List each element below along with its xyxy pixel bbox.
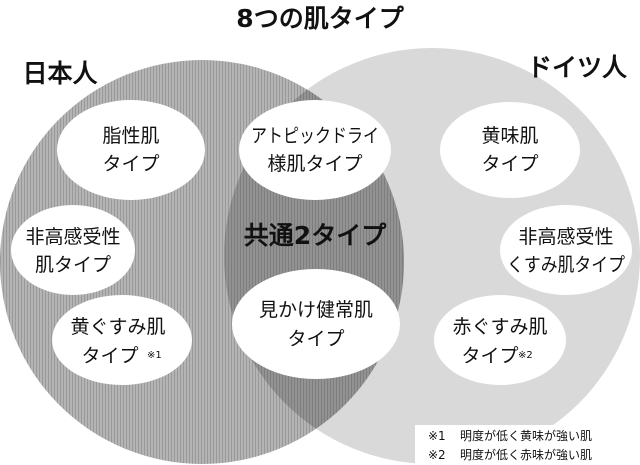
type-bubble-apparently-healthy: 見かけ健常肌 タイプ xyxy=(232,269,400,379)
type-line1: 非高感受性 xyxy=(518,226,613,248)
type-bubble-low-sensitivity-jp: 非高感受性 肌タイプ xyxy=(11,205,135,295)
footnote-mark: ※1 xyxy=(147,350,162,361)
footnote-mark: ※2 xyxy=(428,448,446,462)
footnote-text: 明度が低く黄味が強い肌 xyxy=(460,428,592,443)
type-line2: タイプ xyxy=(102,153,159,175)
type-line2: くすみ肌タイプ xyxy=(507,254,625,276)
type-line2: 肌タイプ xyxy=(35,254,111,276)
common-label: 共通2タイプ xyxy=(244,221,387,250)
type-line1: 赤ぐすみ肌 xyxy=(452,316,547,338)
type-line2: タイプ xyxy=(481,153,538,175)
type-bubble-yellowish: 黄味肌 タイプ xyxy=(440,102,580,198)
type-line1: 見かけ健常肌 xyxy=(259,299,373,321)
type-line2: タイプ xyxy=(81,345,138,367)
footnote-text: 明度が低く赤味が強い肌 xyxy=(460,447,592,462)
type-bubble-low-sensitivity-dull: 非高感受性 くすみ肌タイプ xyxy=(500,205,632,295)
type-line1: 黄ぐすみ肌 xyxy=(70,316,165,338)
diagram-title: 8つの肌タイプ xyxy=(236,4,404,33)
footnotes: ※1 明度が低く黄味が強い肌 ※2 明度が低く赤味が強い肌 xyxy=(415,425,640,465)
type-line2: タイプ xyxy=(287,328,344,350)
germany-label: ドイツ人 xyxy=(527,53,627,82)
type-line1: 非高感受性 xyxy=(25,226,120,248)
type-bubble-red-dull: 赤ぐすみ肌 タイプ ※2 xyxy=(434,295,566,385)
type-line1: 黄味肌 xyxy=(481,125,538,147)
type-line2: 様肌タイプ xyxy=(267,153,362,175)
footnote-mark: ※1 xyxy=(428,429,446,443)
type-bubble-yellow-dull: 黄ぐすみ肌 タイプ ※1 xyxy=(52,295,192,385)
type-line2: タイプ xyxy=(461,345,518,367)
type-line1: 脂性肌 xyxy=(102,125,159,147)
type-line1: アトピックドライ xyxy=(251,125,379,147)
type-bubble-oily: 脂性肌 タイプ xyxy=(57,100,205,200)
japan-label: 日本人 xyxy=(22,59,97,88)
footnote-mark: ※2 xyxy=(518,350,533,361)
type-bubble-atopic-dry: アトピックドライ 様肌タイプ xyxy=(239,100,391,200)
